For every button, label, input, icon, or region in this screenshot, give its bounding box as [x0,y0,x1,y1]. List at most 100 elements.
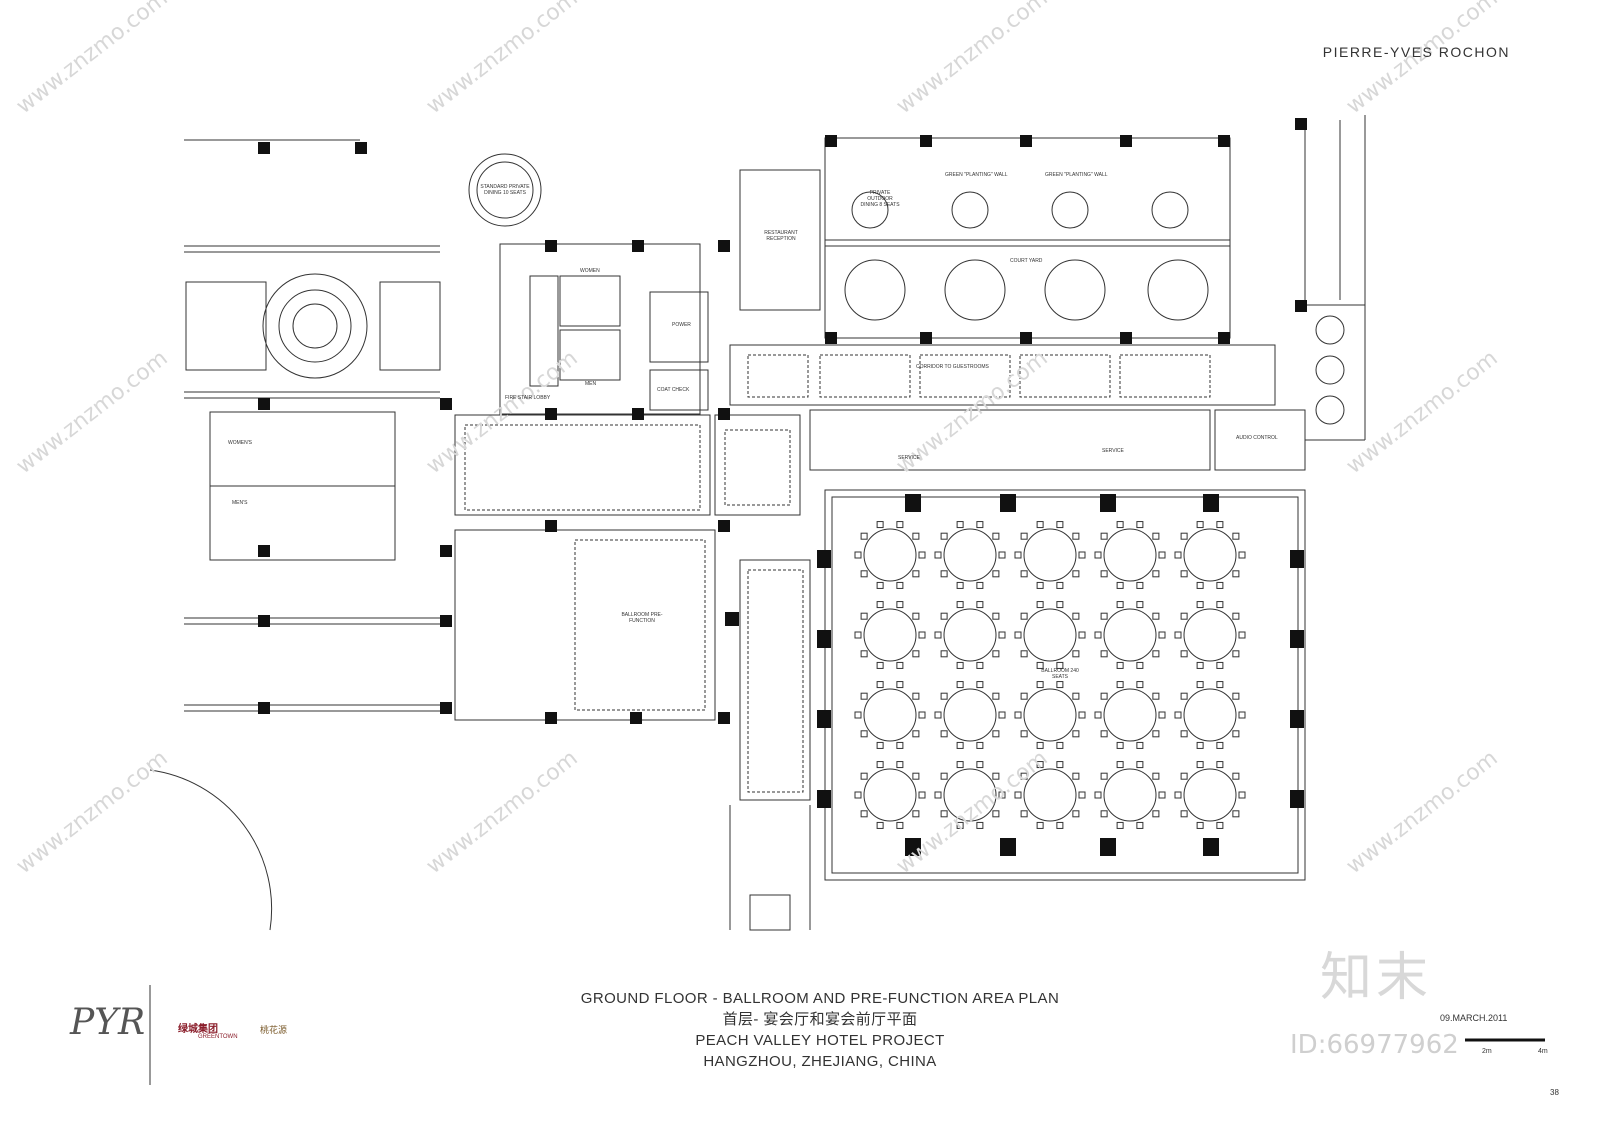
chair [912,650,920,658]
chair [1136,741,1144,749]
chair [1196,521,1204,529]
room-label-mens: MEN'S [232,500,248,506]
chair [912,532,920,540]
chair [1232,772,1240,780]
greentown-logo-en: GREENTOWN [198,1034,238,1040]
room-label-ballroom-prefunction: BALLROOM PRE-FUNCTION [621,612,663,624]
chair [1056,521,1064,529]
chair [1100,612,1108,620]
chair [912,612,920,620]
chair [876,681,884,689]
chair [1094,711,1102,719]
chair [992,650,1000,658]
greentown-logo: 绿城集团 [178,1024,218,1035]
banquet-table [943,608,997,662]
chair [1020,730,1028,738]
scale-label-2m: 2m [1482,1048,1492,1055]
chair [1078,551,1086,559]
chair [1232,532,1240,540]
room-label-green-wall-1: GREEN "PLANTING" WALL [945,172,1008,178]
chair [1152,810,1160,818]
room-label-private-dining: PRIVATE OUTDOOR DINING 8 SEATS [860,190,900,208]
chair [1020,532,1028,540]
chair [1232,650,1240,658]
drawing-title-cn: 首层- 宴会厅和宴会前厅平面 [722,1011,918,1028]
chair [854,711,862,719]
chair [1216,681,1224,689]
chair [940,810,948,818]
chair [1232,810,1240,818]
chair [1180,612,1188,620]
sheet-number: 38 [1550,1088,1559,1097]
chair [854,791,862,799]
chair [1072,772,1080,780]
chair [854,631,862,639]
chair [976,601,984,609]
banquet-table [1103,528,1157,582]
chair [1232,730,1240,738]
chair [1020,692,1028,700]
chair [912,810,920,818]
chair [1238,631,1246,639]
banquet-table [1023,688,1077,742]
chair [1196,821,1204,829]
chair [1116,761,1124,769]
chair [956,761,964,769]
chair [1152,692,1160,700]
chair [876,741,884,749]
chair [1180,810,1188,818]
chair [876,661,884,669]
chair [896,821,904,829]
banquet-table [863,688,917,742]
chair [940,772,948,780]
title-block: GROUND FLOOR - BALLROOM AND PRE-FUNCTION… [570,988,1070,1072]
chair [992,532,1000,540]
chair [1056,661,1064,669]
chair [1116,601,1124,609]
chair [1036,741,1044,749]
chair [1100,692,1108,700]
banquet-table [943,768,997,822]
chair [1216,741,1224,749]
chair [1020,570,1028,578]
chair [1136,761,1144,769]
chair [1056,681,1064,689]
room-label-ballroom: BALLROOM 240 SEATS [1041,668,1079,680]
chair [1152,570,1160,578]
room-label-service-2: SERVICE [1102,448,1124,454]
chair [876,581,884,589]
chair [956,821,964,829]
chair [1078,711,1086,719]
chair [1072,650,1080,658]
chair [940,612,948,620]
project-logo: 桃花源 [260,1025,288,1035]
chair [956,741,964,749]
chair [1116,581,1124,589]
chair [1180,650,1188,658]
chair [992,810,1000,818]
chair [1180,730,1188,738]
chair [860,730,868,738]
chair [956,661,964,669]
chair [918,791,926,799]
chair [992,612,1000,620]
watermark-id: ID:66977962 [1290,1030,1459,1060]
chair [1196,661,1204,669]
chair [1014,551,1022,559]
chair [1100,810,1108,818]
banquet-table [863,528,917,582]
chair [940,692,948,700]
chair [1152,650,1160,658]
chair [956,681,964,689]
chair [912,570,920,578]
chair [976,681,984,689]
room-label-fire-stair: FIRE STAIR LOBBY [505,395,551,401]
chair [1116,821,1124,829]
chair [1078,631,1086,639]
chair [1158,631,1166,639]
chair [976,661,984,669]
chair [1136,521,1144,529]
chair [1014,791,1022,799]
chair [1174,711,1182,719]
chair [1136,821,1144,829]
